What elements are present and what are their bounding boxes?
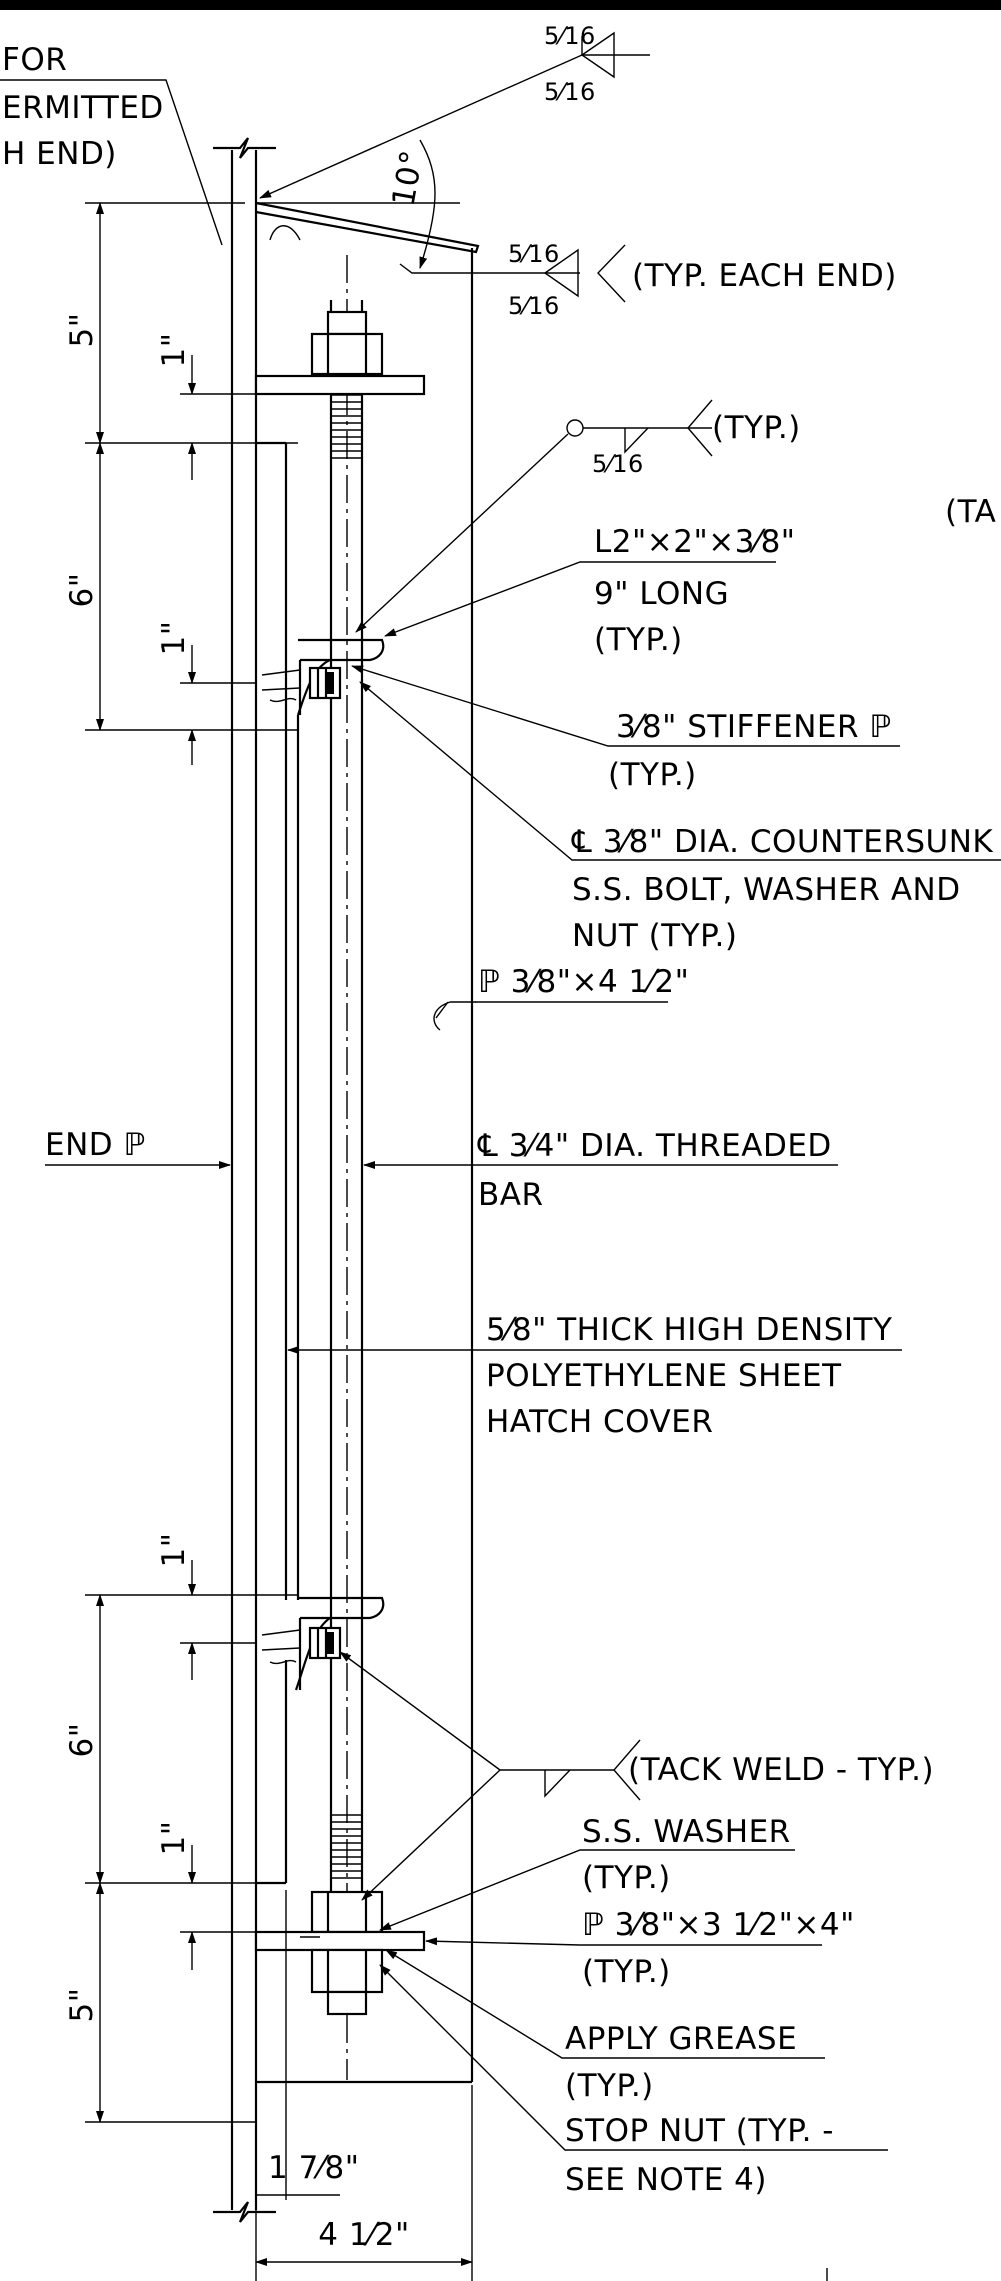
poly-note-line1: 5⁄8" THICK HIGH DENSITY: [486, 1312, 892, 1348]
top-nut-assembly: [254, 310, 426, 396]
top-border: [0, 0, 1001, 10]
dim-top-6: 6": [64, 573, 100, 608]
weld-aa-size: 5⁄16: [592, 450, 644, 478]
stiffener-note-line1: 3⁄8" STIFFENER ℙ: [616, 709, 892, 745]
dim-bot-1b: 1": [156, 1821, 192, 1856]
each-end-weld-size-upper: 5⁄16: [508, 240, 560, 268]
stopnut-note-line2: SEE NOTE 4): [565, 2162, 767, 2198]
partial-note-line2: ERMITTED: [2, 90, 164, 126]
dim-top-1: 1": [156, 333, 192, 368]
tack-weld-note: (TACK WELD - TYP.): [628, 1752, 934, 1788]
angle-note-line3: (TYP.): [594, 622, 683, 658]
dim-bot-1a: 1": [156, 1533, 192, 1568]
bolt-note-line3: NUT (TYP.): [572, 918, 737, 954]
angle-label: 10°: [386, 147, 431, 209]
weld-all-around-symbol: [355, 399, 713, 633]
label-typ-each-end: (TYP. EACH END): [632, 258, 897, 294]
plate2-note-line2: (TYP.): [582, 1954, 671, 1990]
stiffener-leader: [351, 665, 900, 747]
end-plate-note: END ℙ: [45, 1127, 146, 1163]
bolt-leader: [359, 681, 1001, 861]
bottom-dimensions: [255, 1890, 828, 2281]
tack-weld-symbol: [339, 1651, 641, 1901]
partial-note-line3: H END): [2, 136, 117, 172]
lower-bracket: [261, 1596, 385, 1691]
end-plate: [213, 137, 276, 2223]
label-typ-weld: (TYP.): [712, 410, 801, 446]
plate-leader: [433, 1001, 668, 1031]
bolt-note-line1: ℄ 3⁄8" DIA. COUNTERSUNK: [571, 824, 993, 860]
poly-note-line2: POLYETHYLENE SHEET: [486, 1358, 842, 1394]
upper-bracket: [261, 638, 385, 716]
bar-note-line2: BAR: [478, 1177, 544, 1213]
grease-note-line1: APPLY GREASE: [565, 2021, 797, 2057]
each-end-weld-size-lower: 5⁄16: [508, 292, 560, 320]
top-weld-size-lower: 5⁄16: [544, 78, 596, 106]
angle-annotation: [256, 139, 460, 269]
poly-note-line3: HATCH COVER: [486, 1404, 713, 1440]
angle-leader: [384, 561, 776, 637]
dim-bot-6: 6": [64, 1723, 100, 1758]
dim-top-5: 5": [64, 313, 100, 348]
sloped-cap-plate: [255, 201, 480, 254]
dim-width-1-7-8: 1 7⁄8": [268, 2150, 359, 2186]
grease-leader: [385, 1949, 825, 2059]
bottom-nut-assembly: [254, 1890, 426, 2016]
partial-note-line1: FOR: [2, 42, 67, 78]
washer-note-line2: (TYP.): [582, 1860, 671, 1896]
thread-bottom: [331, 1814, 362, 1879]
polyethylene-sheet: [256, 441, 300, 1885]
threaded-bar: [329, 255, 364, 2080]
dim-width-4-1-2: 4 1⁄2": [318, 2217, 409, 2253]
stiffener-note-line2: (TYP.): [608, 757, 697, 793]
plate-note: ℙ 3⁄8"×4 1⁄2": [478, 964, 689, 1000]
stopnut-leader: [379, 1964, 888, 2151]
top-weld-symbol: [259, 31, 650, 199]
each-end-weld-symbol: [399, 244, 626, 303]
bar-note-line1: ℄ 3⁄4" DIA. THREADED: [477, 1128, 832, 1164]
stopnut-note-line1: STOP NUT (TYP. -: [565, 2113, 834, 2149]
left-dimensions: [85, 202, 298, 2123]
washer-leader: [379, 1849, 795, 1931]
washer-note-line1: S.S. WASHER: [582, 1814, 791, 1850]
dim-mid-1: 1": [156, 621, 192, 656]
angle-note-line2: 9" LONG: [594, 576, 729, 612]
dim-bot-5: 5": [64, 1988, 100, 2023]
top-weld-size-upper: 5⁄16: [544, 22, 596, 50]
plate2-note-line1: ℙ 3⁄8"×3 1⁄2"×4": [582, 1907, 855, 1943]
partial-note-leader: [0, 79, 223, 246]
angle-note-line1: L2"×2"×3⁄8": [594, 524, 796, 560]
grease-note-line2: (TYP.): [565, 2068, 654, 2104]
partial-right-label: (TA: [945, 494, 996, 530]
bolt-note-line2: S.S. BOLT, WASHER AND: [572, 872, 961, 908]
plate2-leader: [425, 1937, 822, 1946]
